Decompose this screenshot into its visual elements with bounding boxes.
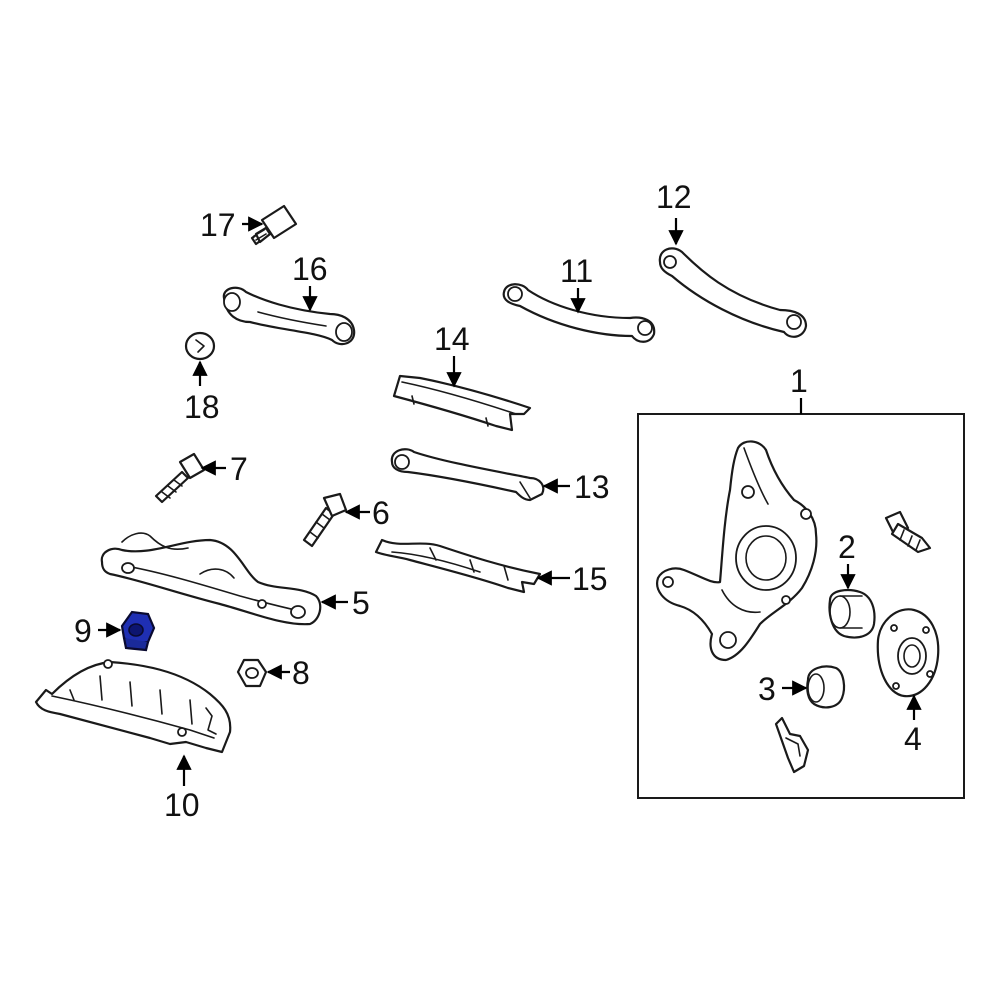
part-12-control-arm[interactable] [658, 247, 808, 338]
callout-18[interactable]: 18 [184, 389, 220, 425]
part-14-cover[interactable] [392, 374, 532, 432]
callout-4[interactable]: 4 [904, 721, 922, 757]
part-9-nut[interactable] [120, 610, 156, 652]
part-18-washer[interactable] [184, 331, 216, 361]
callout-7[interactable]: 7 [230, 451, 248, 487]
callout-14[interactable]: 14 [434, 321, 470, 357]
part-7-bolt[interactable] [154, 452, 206, 504]
callout-3[interactable]: 3 [758, 671, 776, 707]
callout-5[interactable]: 5 [352, 585, 370, 621]
callout-15[interactable]: 15 [572, 561, 608, 597]
part-3-bushing[interactable] [806, 665, 846, 709]
callout-10[interactable]: 10 [164, 787, 200, 823]
callout-8[interactable]: 8 [292, 655, 310, 691]
callout-9[interactable]: 9 [74, 613, 92, 649]
callout-13[interactable]: 13 [574, 469, 610, 505]
part-13-link[interactable] [390, 448, 545, 502]
callout-16[interactable]: 16 [292, 251, 328, 287]
part-16-control-arm[interactable] [222, 286, 356, 346]
callout-6[interactable]: 6 [372, 495, 390, 531]
part-8-nut[interactable] [236, 658, 268, 688]
part-1-clip[interactable] [774, 716, 810, 774]
part-6-bolt[interactable] [302, 492, 348, 548]
callout-17[interactable]: 17 [200, 207, 236, 243]
callout-11[interactable]: 11 [560, 253, 593, 289]
callout-12[interactable]: 12 [656, 179, 692, 215]
part-1-bolt[interactable] [884, 510, 932, 554]
callout-1[interactable]: 1 [790, 363, 808, 399]
part-15-bracket[interactable] [374, 538, 542, 594]
part-4-wheel-hub[interactable] [876, 608, 940, 698]
callout-2[interactable]: 2 [838, 529, 856, 565]
part-2-bushing[interactable] [828, 589, 876, 639]
part-1-knuckle[interactable] [656, 440, 818, 662]
part-10-shield[interactable] [34, 659, 232, 754]
part-5-lower-control-arm[interactable] [100, 532, 322, 626]
